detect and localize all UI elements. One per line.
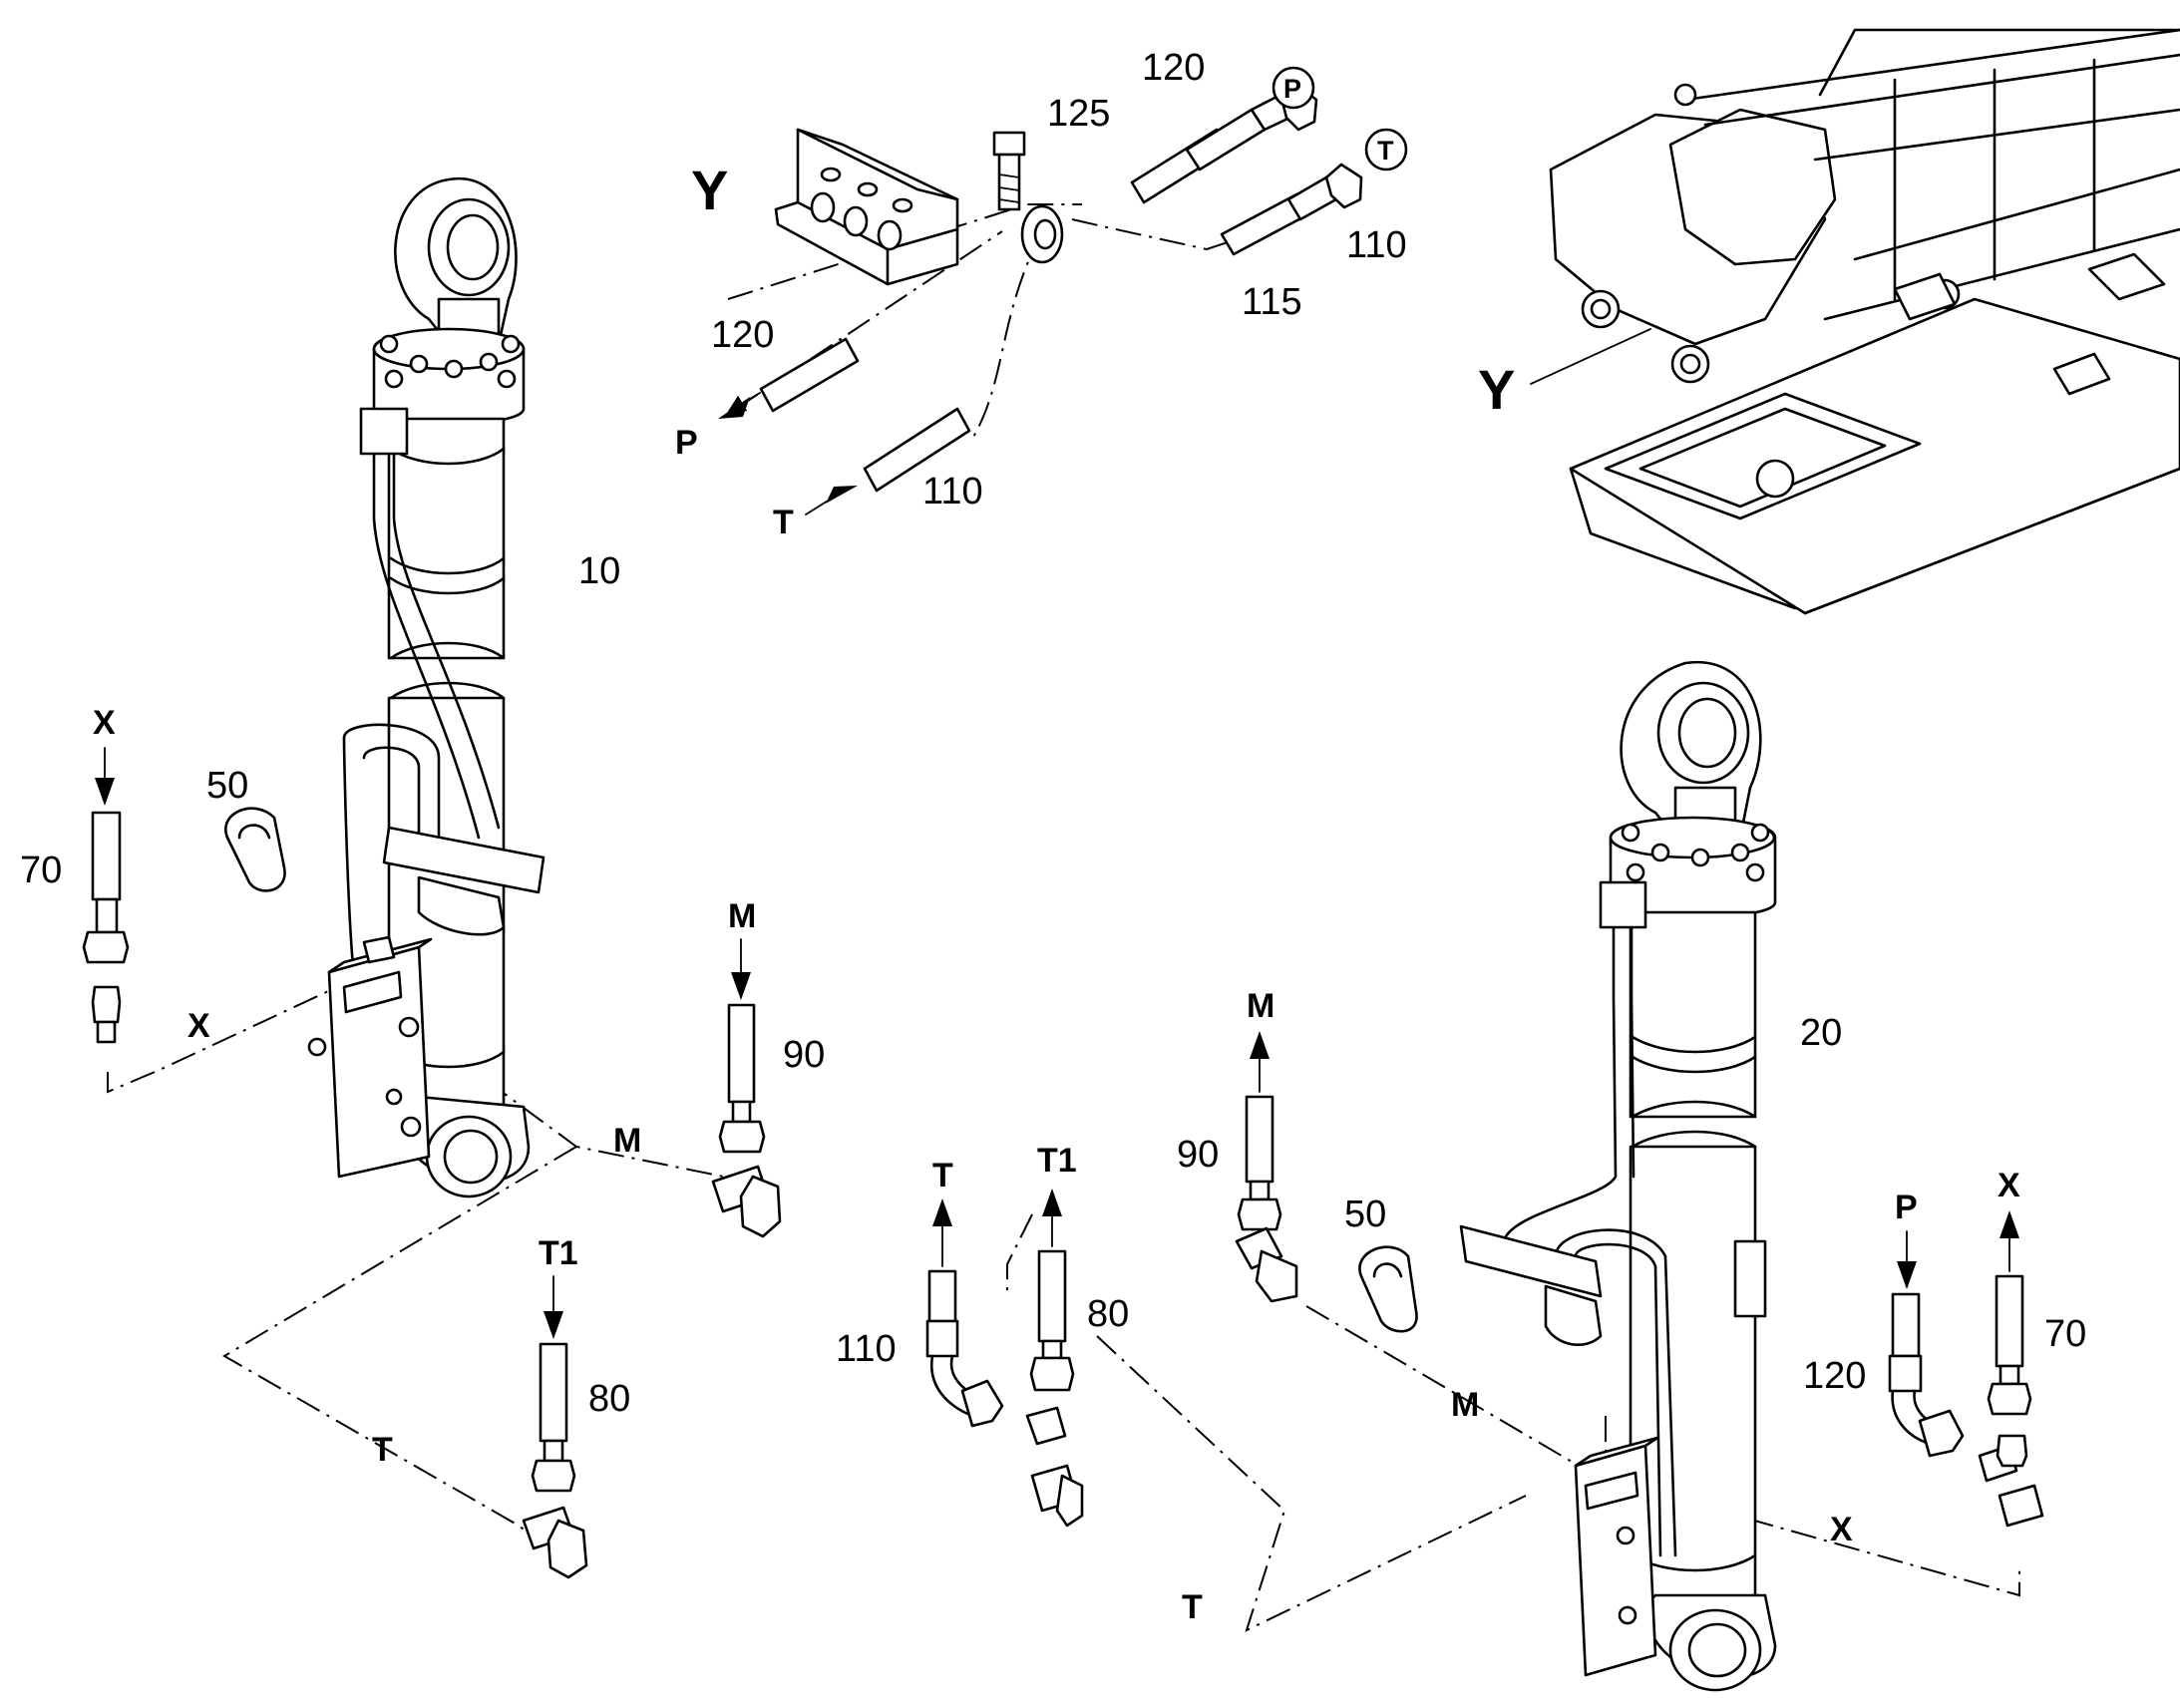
label-70-left: 70 bbox=[20, 850, 62, 891]
hose-80-mid: T1 80 T bbox=[1029, 1142, 1203, 1626]
cylinder-20: 20 bbox=[1459, 660, 1842, 1692]
hose-70-left: X 70 X bbox=[20, 704, 210, 1045]
label-80-mid: 80 bbox=[1087, 1293, 1129, 1335]
hose-90-left: M 90 M bbox=[613, 897, 825, 1238]
view-y-group: Y bbox=[675, 47, 1408, 541]
port-t-mid: T bbox=[932, 1157, 953, 1195]
hose-90-right: M 90 M bbox=[1177, 987, 1479, 1424]
view-label: Y bbox=[691, 159, 728, 221]
label-120-right: 120 bbox=[1803, 1355, 1866, 1397]
label-90-left: 90 bbox=[783, 1034, 825, 1076]
label-80-left: 80 bbox=[588, 1378, 630, 1420]
label-50-left: 50 bbox=[206, 765, 248, 807]
label-115: 115 bbox=[1242, 281, 1302, 323]
port-p-y: P bbox=[675, 424, 698, 462]
label-110-left: 110 bbox=[922, 471, 983, 512]
label-120-top: 120 bbox=[1142, 47, 1205, 89]
circled-p: P bbox=[1272, 66, 1315, 110]
hose-120-right: P 120 bbox=[1803, 1189, 2044, 1528]
hose-115-110-top bbox=[1220, 163, 1363, 256]
label-70-right: 70 bbox=[2044, 1313, 2086, 1355]
port-m-line-right: M bbox=[1451, 1386, 1479, 1424]
label-90-right: 90 bbox=[1177, 1134, 1219, 1176]
label-50-right: 50 bbox=[1344, 1194, 1386, 1235]
bulkhead-fitting bbox=[1020, 204, 1064, 264]
port-t-y: T bbox=[773, 504, 794, 541]
svg-text:T: T bbox=[1377, 136, 1394, 166]
hose-70-right: X 70 X bbox=[1830, 1167, 2086, 1548]
clip-50-left: 50 bbox=[206, 765, 286, 892]
port-m-line-left: M bbox=[613, 1122, 641, 1160]
bolt bbox=[992, 131, 1026, 211]
port-x-left: X bbox=[93, 704, 116, 742]
port-x-line-right: X bbox=[1830, 1511, 1853, 1548]
label-125: 125 bbox=[1047, 93, 1110, 135]
svg-text:P: P bbox=[1283, 74, 1301, 104]
label-110-top: 110 bbox=[1346, 224, 1407, 266]
hose-120-left bbox=[718, 337, 860, 419]
label-10: 10 bbox=[578, 550, 620, 592]
machine-frame: Y bbox=[1478, 28, 2180, 615]
port-x-right: X bbox=[1998, 1167, 2020, 1204]
circled-t: T bbox=[1364, 128, 1408, 171]
port-t-line-mid: T bbox=[1182, 1588, 1203, 1626]
clamp-block bbox=[774, 128, 959, 286]
hose-110-left bbox=[805, 407, 971, 515]
port-x-line-left: X bbox=[187, 1007, 210, 1045]
frame-y-label: Y bbox=[1478, 358, 1515, 421]
label-20: 20 bbox=[1800, 1012, 1842, 1054]
port-p-right: P bbox=[1895, 1189, 1918, 1226]
port-m-left: M bbox=[728, 897, 756, 935]
port-t1-left: T1 bbox=[539, 1234, 578, 1272]
port-t1-mid: T1 bbox=[1037, 1142, 1077, 1180]
label-110-mid: 110 bbox=[836, 1328, 897, 1370]
cylinder-10: 10 bbox=[307, 176, 620, 1198]
port-t-line-left: T bbox=[372, 1431, 393, 1469]
hose-80-left: T1 80 T bbox=[372, 1234, 630, 1579]
hose-110-mid: T 110 bbox=[836, 1157, 1084, 1528]
label-120-left: 120 bbox=[711, 314, 774, 356]
port-m-right: M bbox=[1247, 987, 1274, 1025]
clip-50-right: 50 bbox=[1344, 1194, 1418, 1333]
